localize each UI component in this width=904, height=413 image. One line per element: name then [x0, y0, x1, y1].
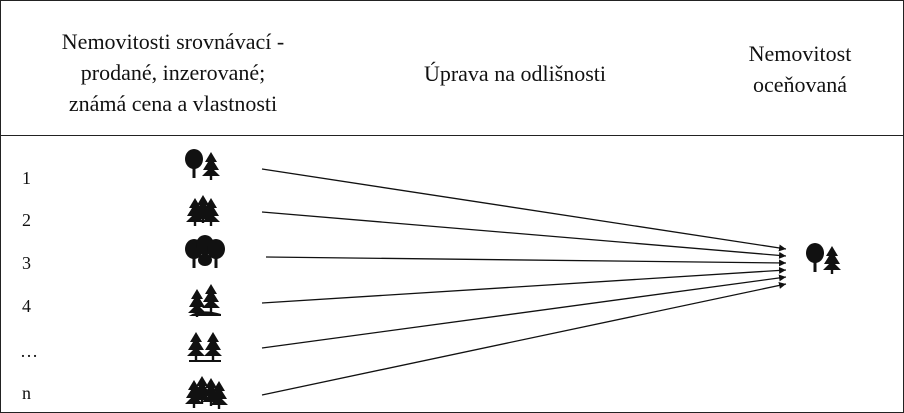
conifer-pair-icon [187, 332, 222, 362]
row-label-3: 3 [22, 253, 31, 273]
conifer-grove-icon [186, 195, 220, 226]
arrow-row-3 [265, 256, 787, 267]
arrow-row-ellipsis [261, 274, 787, 349]
row-label-1: 1 [22, 168, 31, 188]
deciduous-grove-icon [185, 235, 225, 268]
header-left-line-2: prodané, inzerované; [80, 60, 266, 85]
arrow-row-4 [261, 266, 787, 304]
header-divider [0, 135, 904, 136]
header-left-line-3: známá cena a vlastnosti [68, 91, 278, 116]
row-label-ellipsis: … [20, 341, 38, 361]
target-deciduous-and-conifer-trees-icon [806, 243, 841, 274]
header-adjustment: Úprava na odlišnosti [365, 58, 665, 89]
header-left-line-1: Nemovitosti srovnávací - [61, 29, 285, 54]
arrow-row-2 [261, 211, 787, 259]
header-comparable-properties: Nemovitosti srovnávací - prodané, inzero… [8, 26, 338, 119]
arrow-row-n [261, 282, 787, 396]
row-label-4: 4 [22, 296, 31, 316]
arrow-row-1 [261, 168, 787, 252]
header-right-line-2: oceňovaná [752, 72, 848, 97]
row-label-2: 2 [22, 210, 31, 230]
conifer-pair-on-hill-icon [188, 284, 221, 317]
header-valued-property: Nemovitost oceňovaná [700, 38, 900, 100]
deciduous-and-conifer-trees-icon [185, 149, 220, 180]
row-label-n: n [22, 383, 31, 403]
dense-conifer-grove-icon [185, 376, 228, 409]
header-middle-text: Úprava na odlišnosti [423, 61, 607, 86]
header-right-line-1: Nemovitost [748, 41, 852, 66]
